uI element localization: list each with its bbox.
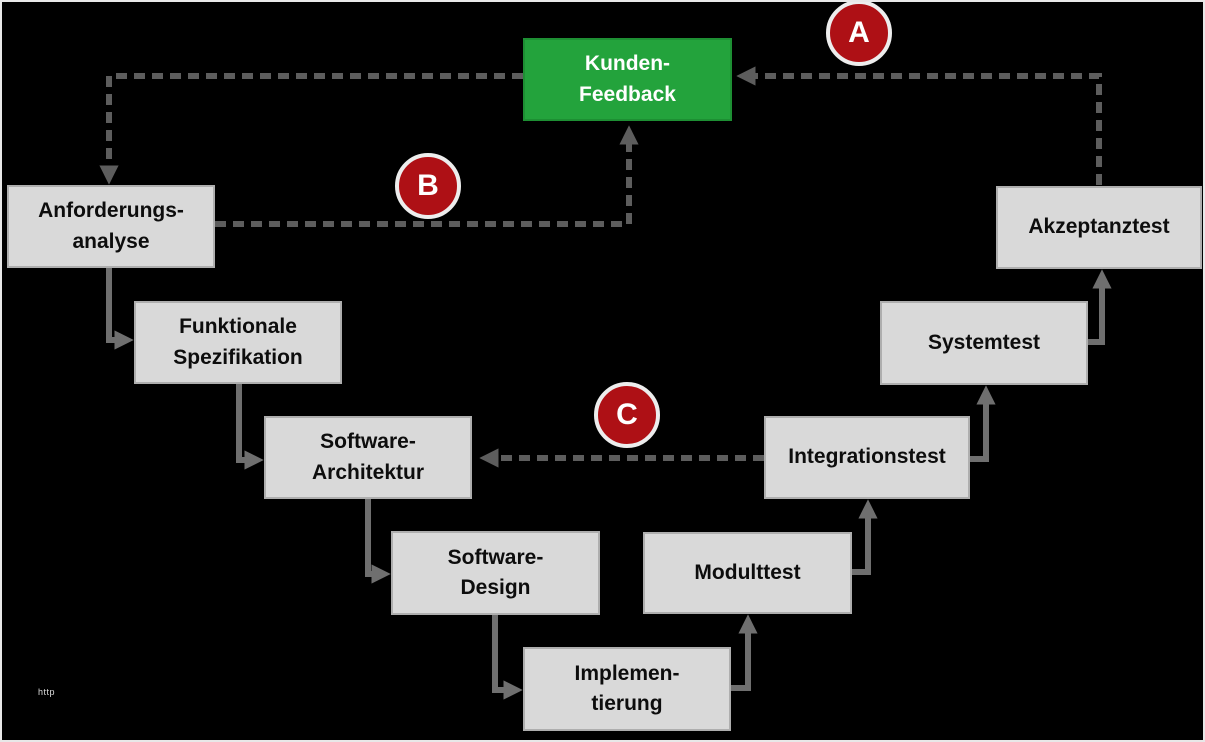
node-software-architektur: Software- Architektur — [264, 416, 472, 499]
arrow-systemtest-to-akzeptanz — [1088, 269, 1112, 345]
arrow-implementierung-to-modultest — [731, 614, 758, 691]
arrow-architektur-to-design — [365, 499, 391, 584]
badge-c: C — [594, 382, 660, 448]
arrow-anforderung-to-funktionale — [106, 268, 134, 350]
node-software-design: Software- Design — [391, 531, 600, 615]
arrow-feedback-to-anforderung — [99, 73, 523, 185]
watermark-text: http — [38, 687, 56, 697]
arrow-modultest-to-integration — [852, 499, 878, 575]
node-akzeptanztest: Akzeptanztest — [996, 186, 1202, 269]
arrow-design-to-implementierung — [492, 615, 523, 700]
node-modultest: Modulttest — [643, 532, 852, 614]
arrow-integration-to-systemtest — [970, 385, 996, 462]
node-integrationstest: Integrationstest — [764, 416, 970, 499]
badge-b: B — [395, 153, 461, 219]
arrow-akzeptanz-to-feedback — [736, 66, 1102, 185]
badge-a: A — [826, 2, 892, 66]
node-systemtest: Systemtest — [880, 301, 1088, 385]
node-funktionale-spezifikation: Funktionale Spezifikation — [134, 301, 342, 384]
arrow-funktionale-to-architektur — [236, 384, 264, 470]
node-kunden-feedback: Kunden- Feedback — [523, 38, 732, 121]
node-implementierung: Implemen- tierung — [523, 647, 731, 731]
node-anforderungsanalyse: Anforderungs- analyse — [7, 185, 215, 268]
